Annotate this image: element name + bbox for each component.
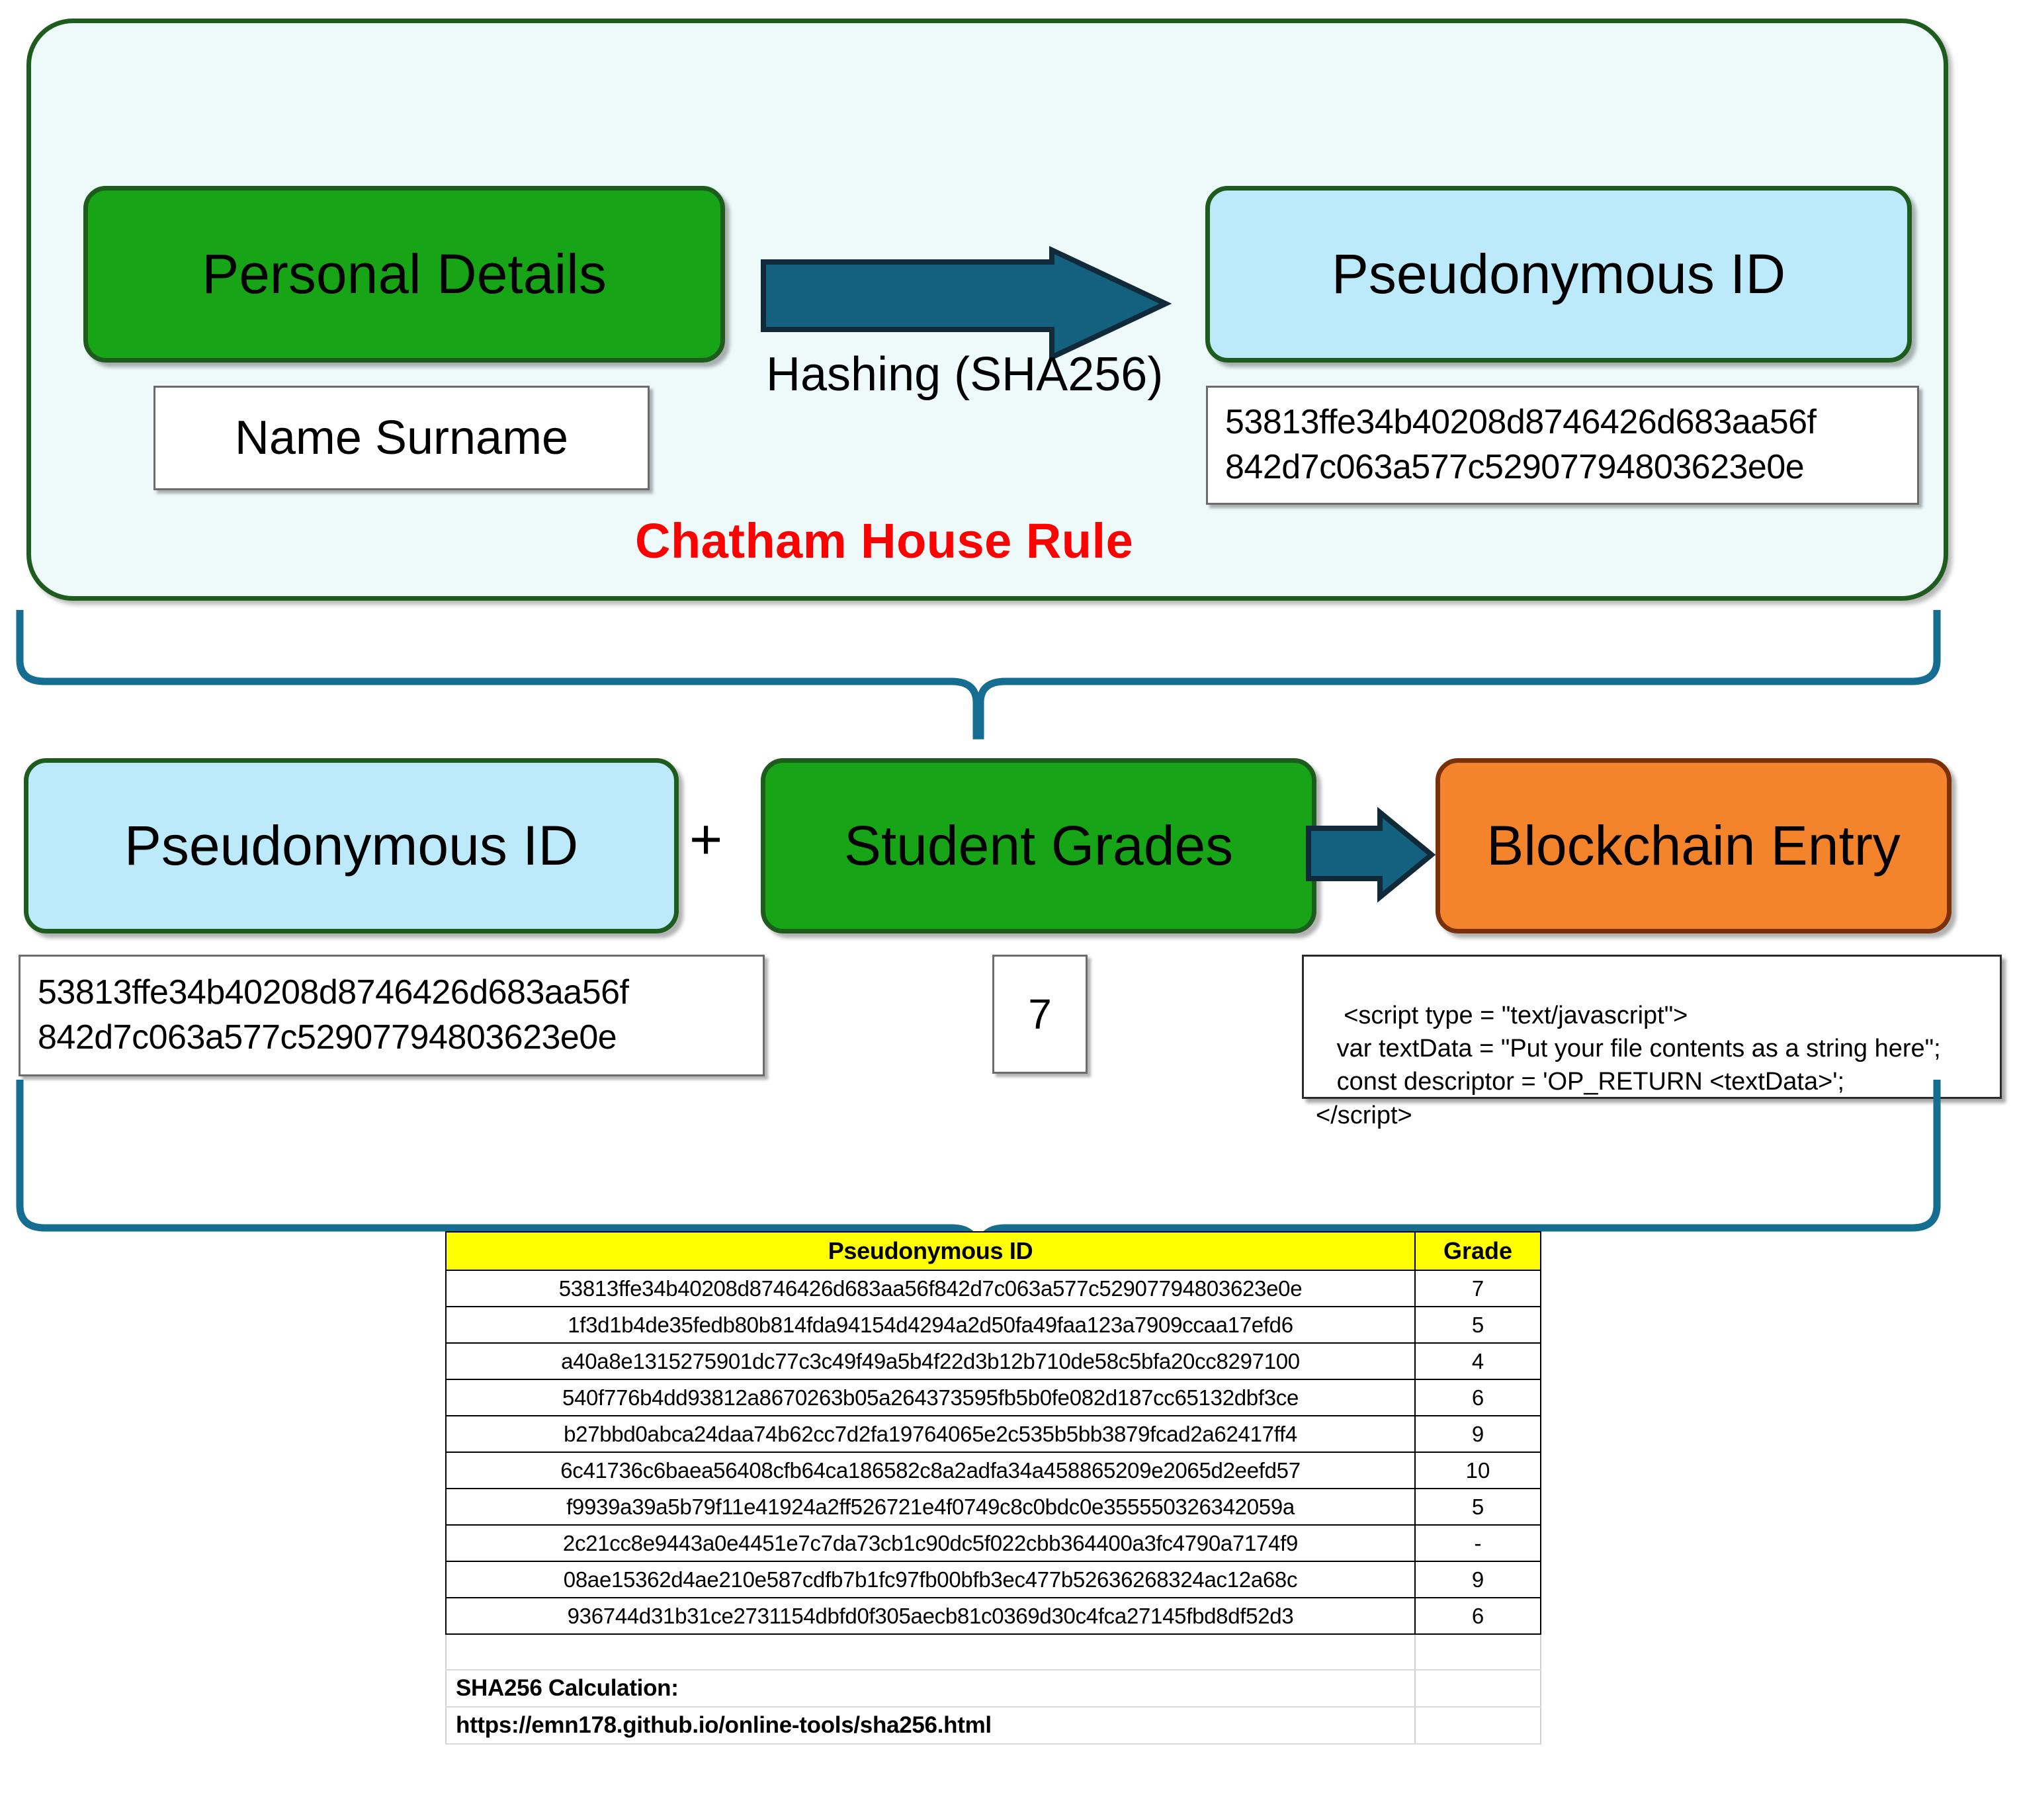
pseudonymous-id-box-1[interactable]: Pseudonymous ID	[1205, 186, 1912, 363]
grade-value-box: 7	[992, 955, 1088, 1074]
table-row: 08ae15362d4ae210e587cdfb7b1fc97fb00bfb3e…	[445, 1561, 1541, 1598]
cell-pseudonymous-id: 6c41736c6baea56408cfb64ca186582c8a2adfa3…	[445, 1452, 1416, 1489]
hash-line-2: 842d7c063a577c52907794803623e0e	[1225, 448, 1805, 486]
cell-empty	[1414, 1706, 1541, 1745]
cell-grade: 10	[1414, 1452, 1541, 1489]
name-surname-value: Name Surname	[234, 412, 569, 464]
personal-details-box[interactable]: Personal Details	[83, 186, 725, 363]
cell-grade: -	[1414, 1524, 1541, 1562]
table-row: 6c41736c6baea56408cfb64ca186582c8a2adfa3…	[445, 1452, 1541, 1489]
cell-grade: 6	[1414, 1597, 1541, 1635]
cell-empty	[1414, 1633, 1541, 1670]
cell-grade: 6	[1414, 1379, 1541, 1416]
pseudonymous-id-label-2: Pseudonymous ID	[124, 814, 579, 877]
cell-empty	[1414, 1669, 1541, 1708]
table-header-row: Pseudonymous ID Grade	[445, 1231, 1541, 1271]
chatham-house-rule-label: Chatham House Rule	[635, 513, 1134, 568]
cell-empty	[445, 1633, 1416, 1670]
cell-pseudonymous-id: a40a8e1315275901dc77c3c49f49a5b4f22d3b12…	[445, 1342, 1416, 1380]
blockchain-arrow-icon	[1306, 806, 1436, 903]
cell-pseudonymous-id: b27bbd0abca24daa74b62cc7d2fa19764065e2c5…	[445, 1415, 1416, 1453]
hashing-arrow-label: Hashing (SHA256)	[766, 348, 1164, 401]
grade-value: 7	[1028, 990, 1052, 1038]
hashing-arrow-icon	[761, 245, 1172, 362]
cell-pseudonymous-id: 53813ffe34b40208d8746426d683aa56f842d7c0…	[445, 1270, 1416, 1307]
table-footer-label-row: SHA256 Calculation:	[445, 1669, 1541, 1708]
pseudonymous-id-box-2[interactable]: Pseudonymous ID	[24, 758, 679, 933]
brace-connector-1	[16, 610, 1941, 740]
table-row: 540f776b4dd93812a8670263b05a264373595fb5…	[445, 1379, 1541, 1416]
brace-connector-2	[16, 1080, 1941, 1287]
hash-line-1: 53813ffe34b40208d8746426d683aa56f	[38, 973, 629, 1012]
cell-grade: 7	[1414, 1270, 1541, 1307]
cell-pseudonymous-id: 540f776b4dd93812a8670263b05a264373595fb5…	[445, 1379, 1416, 1416]
table-row: b27bbd0abca24daa74b62cc7d2fa19764065e2c5…	[445, 1415, 1541, 1453]
table-spacer-row	[445, 1633, 1541, 1670]
cell-grade: 4	[1414, 1342, 1541, 1380]
cell-grade: 9	[1414, 1415, 1541, 1453]
blockchain-script-code: <script type = "text/javascript"> var te…	[1316, 1002, 1941, 1129]
cell-pseudonymous-id: 936744d31b31ce2731154dbfd0f305aecb81c036…	[445, 1597, 1416, 1635]
table-row: f9939a39a5b79f11e41924a2ff526721e4f0749c…	[445, 1488, 1541, 1526]
table-row: a40a8e1315275901dc77c3c49f49a5b4f22d3b12…	[445, 1342, 1541, 1380]
pseudonymous-id-label-1: Pseudonymous ID	[1331, 243, 1786, 306]
table-row: 53813ffe34b40208d8746426d683aa56f842d7c0…	[445, 1270, 1541, 1307]
plus-sign: +	[689, 808, 723, 871]
sha256-calculation-label: SHA256 Calculation:	[445, 1669, 1416, 1708]
cell-grade: 9	[1414, 1561, 1541, 1598]
blockchain-entry-box[interactable]: Blockchain Entry	[1436, 758, 1952, 933]
column-header-grade: Grade	[1414, 1231, 1541, 1271]
personal-details-label: Personal Details	[202, 243, 607, 306]
student-grades-label: Student Grades	[843, 814, 1234, 877]
pseudonymous-id-grade-table: Pseudonymous ID Grade 53813ffe34b40208d8…	[445, 1231, 1541, 1745]
cell-pseudonymous-id: 2c21cc8e9443a0e4451e7c7da73cb1c90dc5f022…	[445, 1524, 1416, 1562]
table-row: 1f3d1b4de35fedb80b814fda94154d4294a2d50f…	[445, 1306, 1541, 1344]
student-grades-box[interactable]: Student Grades	[761, 758, 1316, 933]
table-row: 2c21cc8e9443a0e4451e7c7da73cb1c90dc5f022…	[445, 1524, 1541, 1562]
cell-pseudonymous-id: 08ae15362d4ae210e587cdfb7b1fc97fb00bfb3e…	[445, 1561, 1416, 1598]
blockchain-entry-label: Blockchain Entry	[1486, 814, 1901, 877]
pseudonymous-hash-box-1: 53813ffe34b40208d8746426d683aa56f 842d7c…	[1206, 386, 1919, 505]
table-footer-url-row[interactable]: https://emn178.github.io/online-tools/sh…	[445, 1706, 1541, 1745]
cell-pseudonymous-id: 1f3d1b4de35fedb80b814fda94154d4294a2d50f…	[445, 1306, 1416, 1344]
name-surname-box: Name Surname	[153, 386, 650, 490]
blockchain-script-box: <script type = "text/javascript"> var te…	[1302, 955, 2002, 1129]
cell-pseudonymous-id: f9939a39a5b79f11e41924a2ff526721e4f0749c…	[445, 1488, 1416, 1526]
sha256-tool-link[interactable]: https://emn178.github.io/online-tools/sh…	[445, 1706, 1416, 1745]
column-header-pseudonymous-id: Pseudonymous ID	[445, 1231, 1416, 1271]
table-row: 936744d31b31ce2731154dbfd0f305aecb81c036…	[445, 1597, 1541, 1635]
hash-line-2: 842d7c063a577c52907794803623e0e	[38, 1018, 617, 1057]
cell-grade: 5	[1414, 1488, 1541, 1526]
hash-line-1: 53813ffe34b40208d8746426d683aa56f	[1225, 403, 1817, 442]
cell-grade: 5	[1414, 1306, 1541, 1344]
pseudonymous-hash-box-2: 53813ffe34b40208d8746426d683aa56f 842d7c…	[19, 955, 765, 1076]
